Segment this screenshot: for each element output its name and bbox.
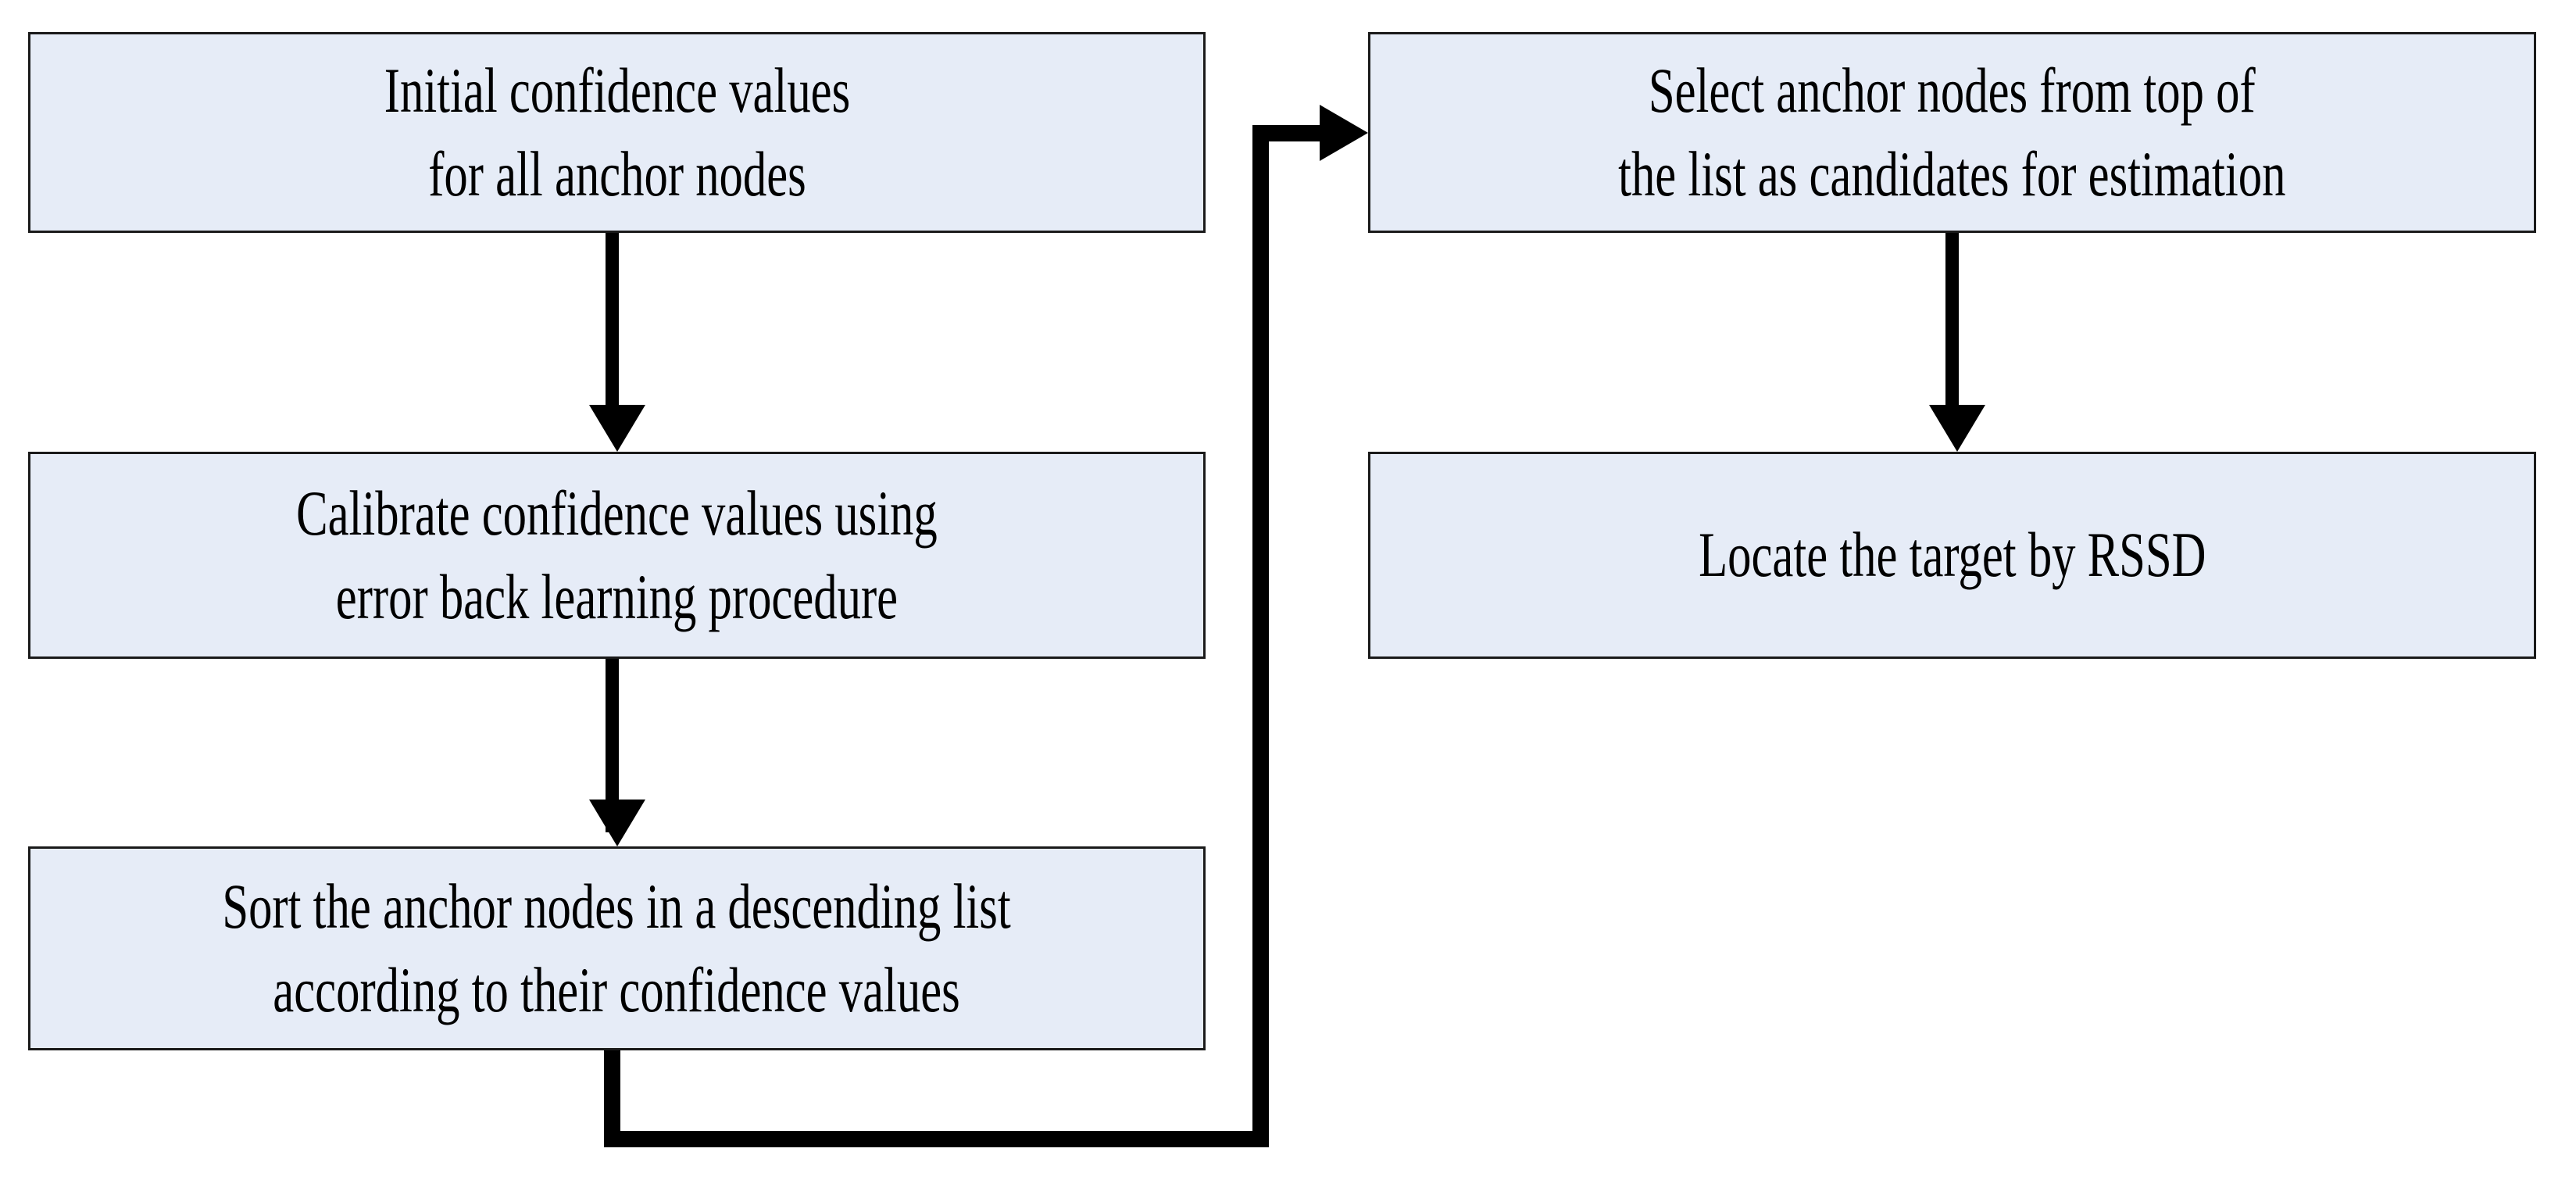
node-calibrate-line2: error back learning procedure	[335, 560, 899, 632]
node-locate-target[interactable]: Locate the target by RSSD	[1368, 452, 2536, 659]
node-calibrate-confidence[interactable]: Calibrate confidence values using error …	[28, 452, 1206, 659]
node-initial-confidence[interactable]: Initial confidence values for all anchor…	[28, 32, 1206, 233]
node-select-anchor-line1: Select anchor nodes from top of	[1649, 54, 2256, 126]
node-locate-target-label: Locate the target by RSSD	[1699, 513, 2206, 597]
node-sort-line1: Sort the anchor nodes in a descending li…	[222, 870, 1012, 942]
node-sort-label: Sort the anchor nodes in a descending li…	[223, 865, 1011, 1032]
arrow-right-icon	[1320, 105, 1368, 161]
edge-select-to-locate-shaft	[1945, 233, 1959, 406]
edge-feedback-segment-right	[604, 1131, 1269, 1147]
node-select-anchor-line2: the list as candidates for estimation	[1618, 138, 2286, 209]
node-initial-confidence-label: Initial confidence values for all anchor…	[384, 49, 849, 216]
node-sort-line2: according to their confidence values	[273, 953, 961, 1025]
node-calibrate-line1: Calibrate confidence values using	[296, 477, 938, 549]
node-select-anchor-label: Select anchor nodes from top of the list…	[1618, 49, 2285, 216]
node-locate-target-line1: Locate the target by RSSD	[1698, 519, 2206, 591]
edge-feedback-segment-down	[604, 1050, 620, 1147]
arrow-down-icon	[1929, 405, 1985, 452]
node-initial-confidence-line1: Initial confidence values	[384, 54, 850, 126]
edge-initial-to-calibrate-shaft	[606, 233, 619, 406]
node-sort-anchor-nodes[interactable]: Sort the anchor nodes in a descending li…	[28, 846, 1206, 1050]
edge-feedback-segment-up	[1252, 125, 1269, 1147]
arrow-down-icon	[589, 405, 645, 452]
edge-calibrate-to-sort-shaft	[606, 659, 619, 832]
node-initial-confidence-line2: for all anchor nodes	[427, 138, 806, 209]
node-calibrate-label: Calibrate confidence values using error …	[296, 472, 938, 639]
arrow-down-icon	[589, 800, 645, 846]
node-select-anchor-nodes[interactable]: Select anchor nodes from top of the list…	[1368, 32, 2536, 233]
